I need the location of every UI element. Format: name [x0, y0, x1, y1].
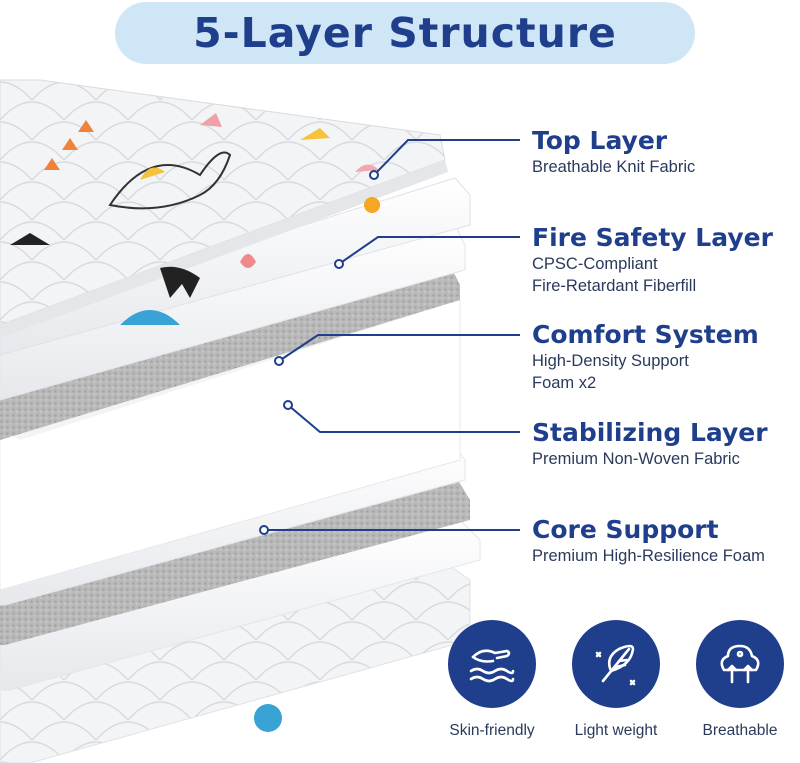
mattress-cutaway-illustration: [0, 79, 520, 763]
feather-icon: [572, 620, 660, 708]
skin-hand-waves-icon: [448, 620, 536, 708]
layer-label-core: Core Support Premium High-Resilience Foa…: [532, 515, 765, 565]
top-fabric-layer: [0, 79, 448, 338]
layer-label-comfort: Comfort System High-Density Support Foam…: [532, 320, 759, 392]
page-title: 5-Layer Structure: [193, 9, 617, 57]
layer-label-top: Top Layer Breathable Knit Fabric: [532, 126, 696, 176]
feature-skin-friendly: Skin-friendly: [432, 620, 552, 740]
feature-breathable: Breathable: [680, 620, 800, 740]
leader-lines: [264, 139, 520, 531]
feature-light-weight: Light weight: [556, 620, 676, 740]
layer-label-stabilizing: Stabilizing Layer Premium Non-Woven Fabr…: [532, 418, 768, 468]
layer-label-fire-safety: Fire Safety Layer CPSC-Compliant Fire-Re…: [532, 223, 773, 295]
title-banner: 5-Layer Structure: [115, 2, 695, 64]
tree-airflow-icon: [696, 620, 784, 708]
leader-dots: [259, 170, 379, 535]
